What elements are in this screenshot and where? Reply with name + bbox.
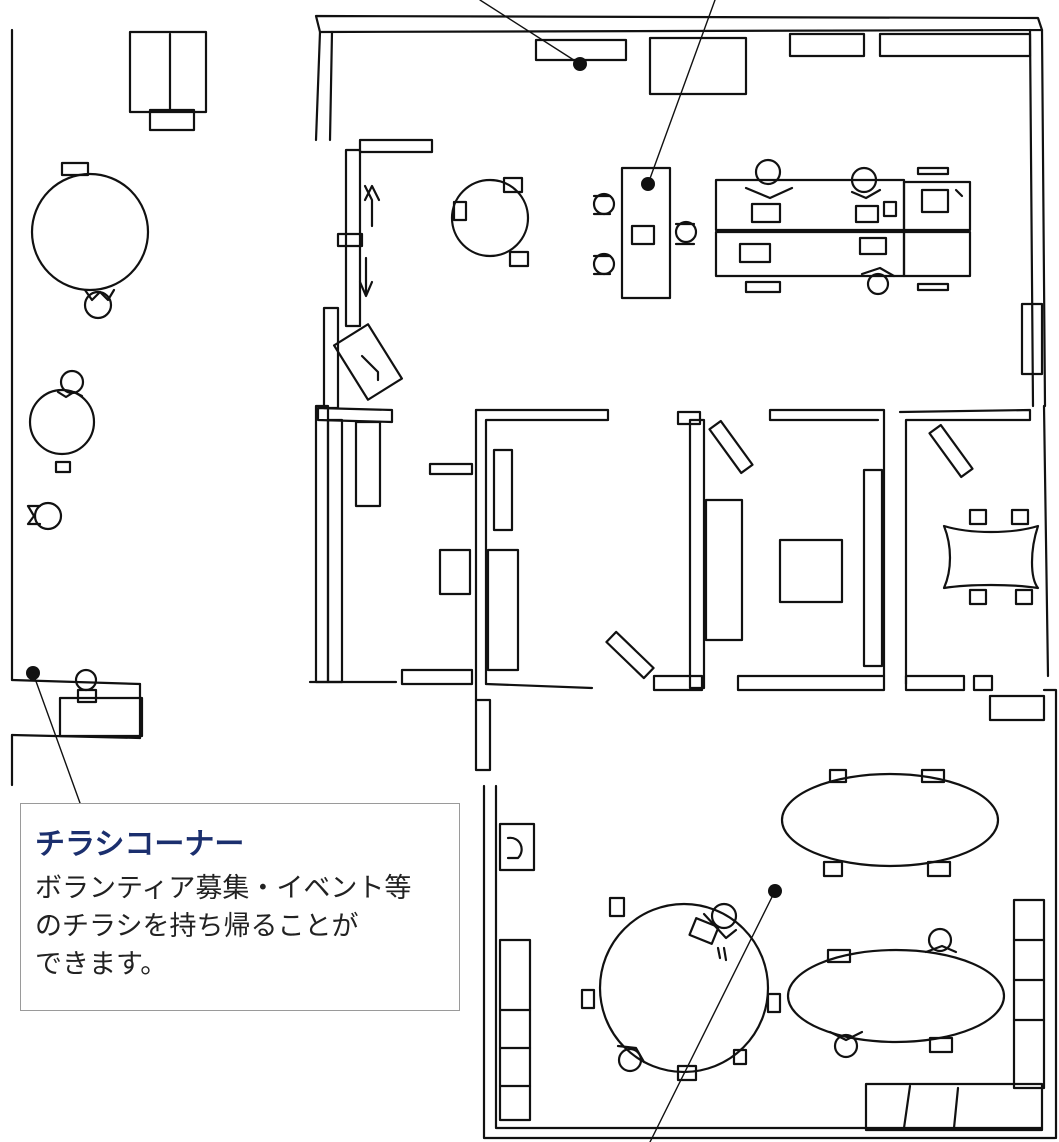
callout-body: ボランティア募集・イベント等 のチラシを持ち帰ることが できます。 (35, 873, 412, 980)
flyer-corner-callout: チラシコーナー ボランティア募集・イベント等 のチラシを持ち帰ることが できます… (20, 803, 460, 1011)
middle-rooms (316, 404, 1050, 702)
left-area (10, 28, 208, 804)
top-room (314, 0, 1047, 410)
callout-title: チラシコーナー (35, 827, 245, 862)
left-wall-strip (308, 404, 344, 684)
bottom-room (474, 688, 1058, 1142)
